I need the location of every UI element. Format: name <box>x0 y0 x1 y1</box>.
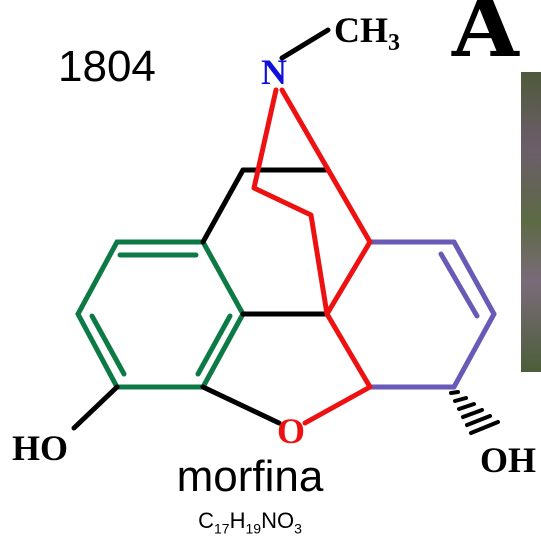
hydroxyl-left-label: HO <box>12 428 68 468</box>
aromatic-double-bond-right <box>195 313 233 377</box>
bond-nitrogen-methyl <box>279 27 331 61</box>
bond-aryl-benzylic <box>200 167 246 245</box>
molecular-formula: C17H19NO3 <box>198 508 302 537</box>
cyclohexene-bond-upper-right <box>451 239 497 317</box>
cyclohexene-ring <box>367 239 497 390</box>
bridge-bonds <box>251 87 373 426</box>
compound-name: morfina <box>176 452 324 501</box>
aromatic-double-bond-left <box>89 313 127 377</box>
bond-aryl-oxygen <box>200 384 282 426</box>
cyclohexene-bond-lower-right <box>451 311 497 390</box>
aromatic-ring <box>75 239 246 390</box>
nitrogen-label: N <box>261 52 287 92</box>
cyclohexene-double-bond <box>438 251 480 319</box>
year-label: 1804 <box>58 42 156 91</box>
plant-photo-strip <box>521 72 541 372</box>
bond-bridge-ethylene <box>251 87 330 317</box>
hashed-wedge-bond <box>449 390 500 435</box>
oxygen-label: O <box>277 411 305 451</box>
bond-ether-carbon-oxygen <box>302 384 373 426</box>
bond-quaternary-ether-carbon <box>324 311 373 390</box>
aromatic-ring-hexagon <box>75 239 246 390</box>
bond-quaternary-ring <box>324 239 373 317</box>
hydroxyl-right-label: OH <box>480 440 536 480</box>
decorative-letter: A <box>452 0 519 77</box>
bond-nitrogen-ring <box>279 87 373 245</box>
methyl-label: CH3 <box>334 10 400 56</box>
bond-aryl-hydroxyl <box>71 384 120 431</box>
